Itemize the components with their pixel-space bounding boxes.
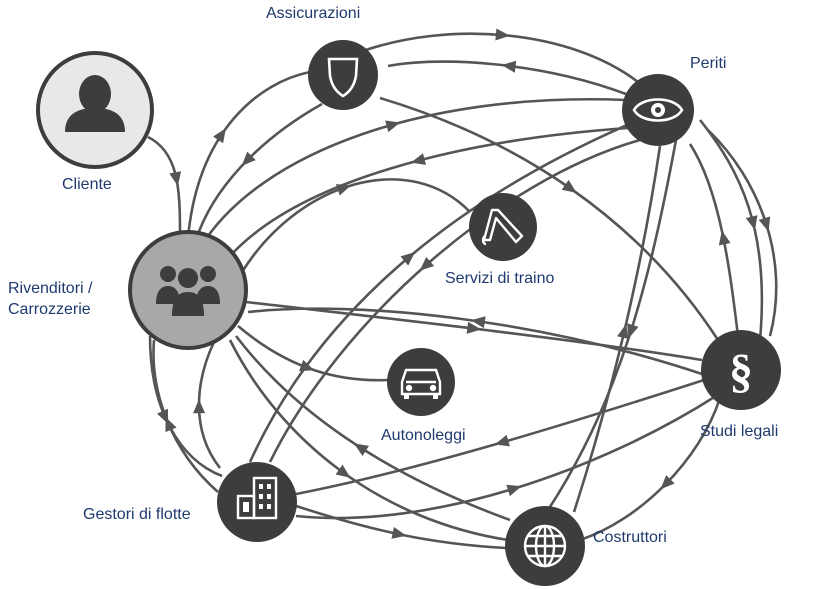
- car-icon: [400, 368, 442, 399]
- arrowhead: [385, 120, 401, 133]
- edge-rivenditori-periti: [198, 98, 627, 249]
- arrowhead: [466, 321, 482, 334]
- edge-periti-studi: [698, 119, 764, 341]
- building-icon: [236, 476, 278, 520]
- edge-assicurazioni-periti: [359, 32, 639, 84]
- arrowhead: [495, 28, 510, 41]
- node-autonoleggi: [387, 348, 455, 416]
- label-assicurazioni: Assicurazioni: [266, 5, 361, 22]
- arrowhead: [410, 153, 427, 165]
- arrowhead: [506, 484, 522, 497]
- edge-rivenditori-autonoleggi: [237, 325, 389, 382]
- arrowhead: [501, 60, 517, 73]
- edge-periti-assicurazioni: [387, 60, 627, 96]
- label-studi-legali: Studi legali: [700, 423, 779, 440]
- node-studi: §: [701, 330, 781, 410]
- edge-periti-rivenditori: [229, 126, 629, 257]
- arrowhead: [660, 475, 675, 490]
- edge-gestori-periti: [248, 120, 635, 463]
- node-rivenditori: [128, 230, 248, 350]
- node-servizi: [469, 193, 537, 261]
- tow-crane-icon: [481, 208, 524, 246]
- label-gestori-di-flotte: Gestori di flotte: [83, 506, 191, 523]
- arrowhead: [353, 443, 369, 456]
- node-gestori: [217, 462, 297, 542]
- edge-gestori-costruttori: [295, 504, 507, 550]
- edge-gestori-studi: [295, 394, 717, 520]
- arrowhead: [213, 128, 226, 144]
- arrowhead: [193, 399, 206, 414]
- edge-rivenditori-servizi: [240, 178, 471, 273]
- arrowhead: [617, 323, 629, 339]
- node-periti: [622, 74, 694, 146]
- label-rivenditori-line-1: Rivenditori /: [8, 280, 93, 297]
- edge-studi-periti: [688, 143, 740, 337]
- arrowhead: [627, 323, 639, 339]
- paragraph-icon: §: [729, 345, 753, 398]
- person-icon: [65, 75, 125, 132]
- node-costruttori: [505, 506, 585, 586]
- shield-icon: [327, 57, 359, 98]
- label-servizi-di-traino: Servizi di traino: [445, 270, 555, 287]
- edge-rivenditori-studi: [245, 300, 703, 362]
- arrowhead: [299, 359, 315, 372]
- eye-icon: [632, 98, 684, 122]
- edge-periti-gestori: [268, 138, 641, 463]
- arrowhead: [745, 215, 758, 231]
- label-rivenditori-line-2: Carrozzerie: [8, 301, 91, 318]
- globe-icon: [523, 524, 567, 568]
- group-icon: [156, 266, 220, 316]
- edge-periti-costruttori: [546, 139, 678, 511]
- edge-cliente-rivenditori: [147, 135, 182, 233]
- arrowhead: [561, 179, 577, 193]
- arrowhead: [470, 316, 486, 329]
- arrowhead: [156, 408, 169, 424]
- arrowhead: [718, 230, 731, 246]
- arrowhead: [165, 416, 177, 433]
- arrowhead: [241, 151, 256, 166]
- label-costruttori: Costruttori: [593, 529, 667, 546]
- label-cliente: Cliente: [62, 176, 112, 193]
- arrowhead: [335, 464, 351, 478]
- arrowhead: [419, 256, 435, 271]
- arrowhead: [758, 216, 771, 232]
- arrowhead: [391, 527, 407, 539]
- node-cliente: [36, 51, 154, 169]
- arrowhead: [169, 171, 182, 187]
- edge-assicurazioni-rivenditori: [194, 102, 323, 241]
- edge-periti-studi-2: [707, 129, 778, 337]
- arrowhead: [400, 252, 416, 266]
- connections: [147, 28, 778, 550]
- arrowhead: [335, 184, 352, 196]
- edge-gestori-rivenditori-2: [197, 341, 222, 469]
- edge-rivenditori-assicurazioni: [186, 70, 311, 239]
- node-assicurazioni: [308, 40, 378, 110]
- arrowhead: [494, 434, 510, 447]
- label-autonoleggi: Autonoleggi: [381, 427, 466, 444]
- edge-studi-rivenditori: [247, 307, 703, 376]
- label-periti: Periti: [690, 55, 727, 72]
